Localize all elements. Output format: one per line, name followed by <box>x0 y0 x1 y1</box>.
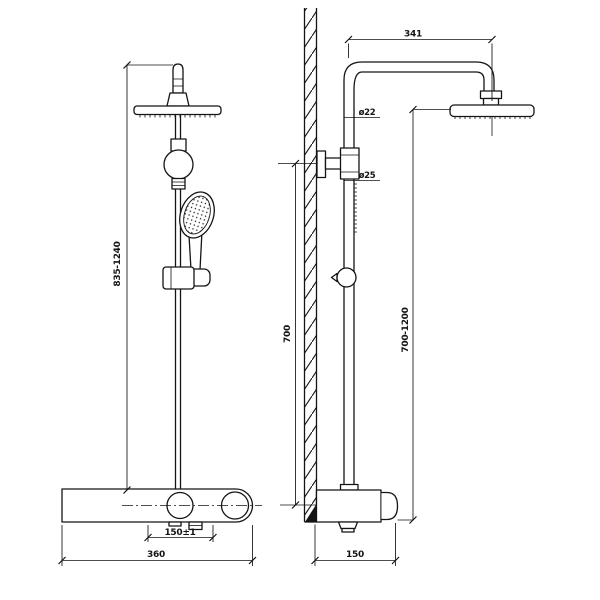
arm-length-label: 341 <box>404 30 422 40</box>
side-riser-pipe <box>330 183 357 288</box>
front-slider-bracket <box>162 266 211 290</box>
side-shower-arm <box>343 61 495 490</box>
pipe-knurling <box>353 183 357 233</box>
front-view: 835-1240 150±1 360 <box>58 61 262 566</box>
height-range-label: 835-1240 <box>113 241 123 286</box>
wall-section <box>303 8 318 523</box>
spray-face <box>183 195 211 235</box>
side-pipe-diameter-labels: ø22 ø25 <box>344 108 380 181</box>
side-valve-body <box>315 483 399 533</box>
side-view: 700 341 ø22 ø25 <box>278 8 535 566</box>
wall-base <box>305 504 317 522</box>
body-width-label: 360 <box>147 550 165 560</box>
front-dimension-height-range: 835-1240 <box>113 61 173 494</box>
front-dimension-inlet-spacing: 150±1 <box>144 525 217 542</box>
inlet-spacing-label: 150±1 <box>164 528 195 538</box>
front-hand-shower <box>179 191 215 271</box>
lower-pipe-diameter-label: ø25 <box>359 171 376 181</box>
front-valve-body <box>61 488 262 531</box>
upper-pipe-diameter-label: ø22 <box>359 108 376 118</box>
side-overhead-shower <box>449 90 535 136</box>
adjustable-height-label: 700-1200 <box>401 307 411 352</box>
side-dimension-height-range: 700-1200 <box>397 105 451 524</box>
ball-joint <box>163 149 194 180</box>
side-dimension-arm-length: 341 <box>344 30 496 101</box>
body-depth-label: 150 <box>346 550 364 560</box>
wall-hatching <box>304 8 317 522</box>
side-wall-bracket <box>316 147 360 180</box>
front-riser-pipe <box>163 114 194 489</box>
front-overhead-shower <box>133 63 222 118</box>
spout <box>337 521 359 530</box>
side-dimension-bracket-to-valve: 700 <box>278 159 320 509</box>
side-dimension-depth: 150 <box>311 523 400 566</box>
slider-lever <box>330 272 338 283</box>
bracket-to-valve-label: 700 <box>283 325 293 343</box>
front-dimension-width: 360 <box>58 525 257 566</box>
slider-knob <box>336 267 357 288</box>
